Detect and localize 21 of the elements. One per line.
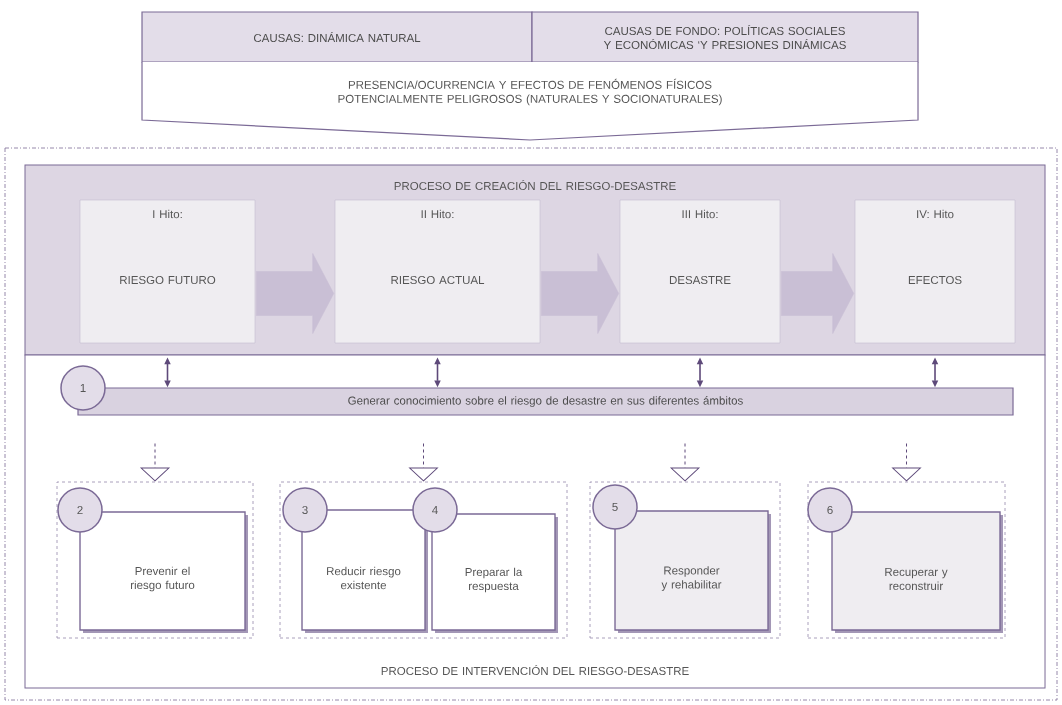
dashed-arrow [892, 443, 921, 482]
dashed-group [56, 481, 254, 639]
milestone-box: II Hito: RIESGO ACTUAL [334, 199, 541, 344]
dashed-group [807, 481, 1006, 639]
milestone-box: IV: Hito EFECTOS [854, 199, 1016, 344]
dashed-group [589, 481, 781, 639]
action-box: Preparar la respuesta [431, 513, 558, 633]
dashed-group [279, 481, 568, 639]
cause-box: CAUSAS DE FONDO: POLÍTICAS SOCIALES Y ECONÓMICAS ‘Y PRESIONES DINÁMICAS [531, 11, 919, 63]
hazard-arrow-box: PRESENCIA/OCURRENCIA Y EFECTOS DE FENÓMENOS FÍSICOS POTENCIALMENTE PELIGROSOS (NATURALES Y SOCIONATURALES) [141, 61, 919, 141]
node-label: PRESENCIA/OCURRENCIA Y EFECTOS DE FENÓMENOS FÍSICOS POTENCIALMENTE PELIGROSOS (NATURALES Y SOCIONATURALES) [338, 78, 722, 106]
block-arrow [541, 253, 619, 334]
dashed-arrow [670, 443, 700, 482]
action-box: Responder y rehabilitar [614, 510, 771, 633]
dashed-arrow [409, 443, 438, 482]
milestone-box: I Hito: RIESGO FUTURO [79, 199, 256, 344]
cause-box: CAUSAS: DINÁMICA NATURAL [141, 11, 533, 63]
block-arrow [781, 253, 854, 334]
milestone-box: III Hito: DESASTRE [619, 199, 781, 344]
block-arrow [256, 253, 334, 334]
dashed-arrow [140, 443, 170, 482]
